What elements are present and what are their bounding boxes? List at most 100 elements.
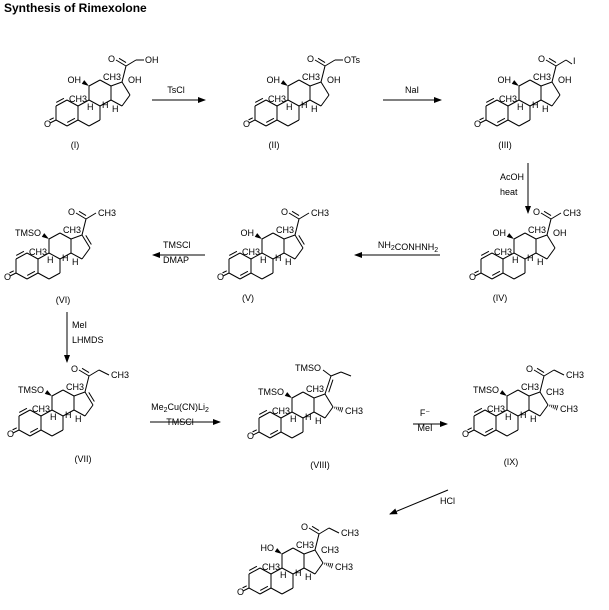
ketone-oxygen-label: O	[217, 272, 224, 282]
methyl-18-label: CH3	[528, 225, 546, 235]
h8-label: H	[295, 568, 302, 578]
h8-label: H	[527, 253, 534, 263]
c20-oxygen-label: O	[108, 54, 115, 64]
c16-methyl-label: CH3	[345, 406, 363, 416]
arrow-IV-to-V: NH2CONHNH2	[354, 240, 440, 258]
c11-substituent-label: OH	[267, 75, 281, 85]
acetyl-methyl-label: CH3	[311, 208, 329, 218]
c20-oxygen-label: O	[538, 54, 545, 64]
h9-label: H	[260, 255, 267, 265]
c16-methyl-label: CH3	[560, 404, 578, 414]
arrow-VI-to-VII: MeI LHMDS	[64, 312, 104, 363]
c17-hydroxy-label: OH	[553, 228, 567, 238]
c20-oxygen-label: O	[68, 207, 75, 217]
h14-label: H	[315, 416, 322, 426]
ketone-oxygen-label: O	[4, 272, 11, 282]
arrow-III-to-IV: AcOH heat	[500, 163, 531, 214]
methyl-18-label: CH3	[306, 384, 324, 394]
h9-label: H	[290, 414, 297, 424]
ketone-oxygen-label: O	[243, 119, 250, 129]
methyl-18-label: CH3	[276, 225, 294, 235]
h8-label: H	[305, 412, 312, 422]
reagent-r9-0: HCl	[440, 496, 455, 506]
reagent-r5-0: TMSCl	[163, 240, 191, 250]
enol-tmso-label: TMSO	[295, 363, 321, 373]
compound-label-I: (I)	[71, 140, 80, 150]
c21-iodo-label: I	[573, 56, 576, 66]
h14-label: H	[530, 414, 537, 424]
h8-label: H	[532, 100, 539, 110]
c21-substituent-label: OH	[145, 55, 159, 65]
c11-substituent-label: TMSO	[15, 228, 41, 238]
methyl-19-label: CH3	[487, 404, 505, 414]
c17-methyl-label: CH3	[546, 387, 564, 397]
reagent-r2-0: NaI	[405, 85, 419, 95]
compound-label-VII: (VII)	[75, 454, 92, 464]
reagent-r3-0: AcOH	[500, 172, 524, 182]
h8-label: H	[520, 410, 527, 420]
h14-label: H	[75, 414, 82, 424]
h9-label: H	[87, 102, 94, 112]
methyl-19-label: CH3	[494, 247, 512, 257]
h9-label: H	[50, 412, 57, 422]
reagent-r3-1: heat	[500, 187, 518, 197]
c11-substituent-label: TMSO	[473, 385, 499, 395]
propionyl-methyl-label: CH3	[566, 370, 584, 380]
c21-substituent-label: OTs	[344, 55, 361, 65]
compound-label-IV: (IV)	[493, 293, 508, 303]
c20-oxygen-label: O	[71, 364, 78, 374]
h9-label: H	[286, 102, 293, 112]
h9-label: H	[280, 570, 287, 580]
h14-label: H	[542, 104, 549, 114]
h14-label: H	[285, 257, 292, 267]
reagent-r5-1: DMAP	[163, 255, 189, 265]
reagent-r6-0: MeI	[72, 320, 87, 330]
methyl-19-label: CH3	[272, 406, 290, 416]
arrow-IX-to-final: HCl	[389, 489, 455, 515]
compound-label-III: (III)	[498, 140, 512, 150]
arrow-I-to-II: TsCl	[152, 85, 206, 103]
ketone-oxygen-label: O	[237, 587, 244, 597]
h8-label: H	[275, 253, 282, 263]
methyl-18-label: CH3	[302, 72, 320, 82]
compound-label-IX: (IX)	[504, 457, 519, 467]
methyl-19-label: CH3	[32, 404, 50, 414]
h8-label: H	[301, 100, 308, 110]
h9-label: H	[47, 255, 54, 265]
scheme-title: Synthesis of Rimexolone	[4, 1, 147, 15]
methyl-18-label: CH3	[533, 72, 551, 82]
reagent-r6-1: LHMDS	[72, 335, 104, 345]
c17-hydroxy-label: OH	[327, 75, 341, 85]
compound-label-V: (V)	[242, 293, 254, 303]
ketone-oxygen-label: O	[462, 429, 469, 439]
ketone-oxygen-label: O	[44, 119, 51, 129]
h9-label: H	[505, 412, 512, 422]
c11-substituent-label: TMSO	[18, 385, 44, 395]
h14-label: H	[112, 104, 119, 114]
methyl-19-label: CH3	[29, 247, 47, 257]
compound-label-VI: (VI)	[56, 295, 71, 305]
h8-label: H	[62, 253, 69, 263]
c20-oxygen-label: O	[301, 522, 308, 532]
c20-oxygen-label: O	[533, 207, 540, 217]
c17-hydroxy-label: OH	[128, 75, 142, 85]
arrow-VIII-to-IX: F⁻MeI	[413, 408, 448, 433]
methyl-18-label: CH3	[63, 225, 81, 235]
h8-label: H	[65, 410, 72, 420]
h14-label: H	[311, 104, 318, 114]
h9-label: H	[512, 255, 519, 265]
h9-label: H	[517, 102, 524, 112]
c11-substituent-label: OH	[498, 75, 512, 85]
acetyl-methyl-label: CH3	[98, 208, 116, 218]
c17-hydroxy-label: OH	[558, 75, 572, 85]
